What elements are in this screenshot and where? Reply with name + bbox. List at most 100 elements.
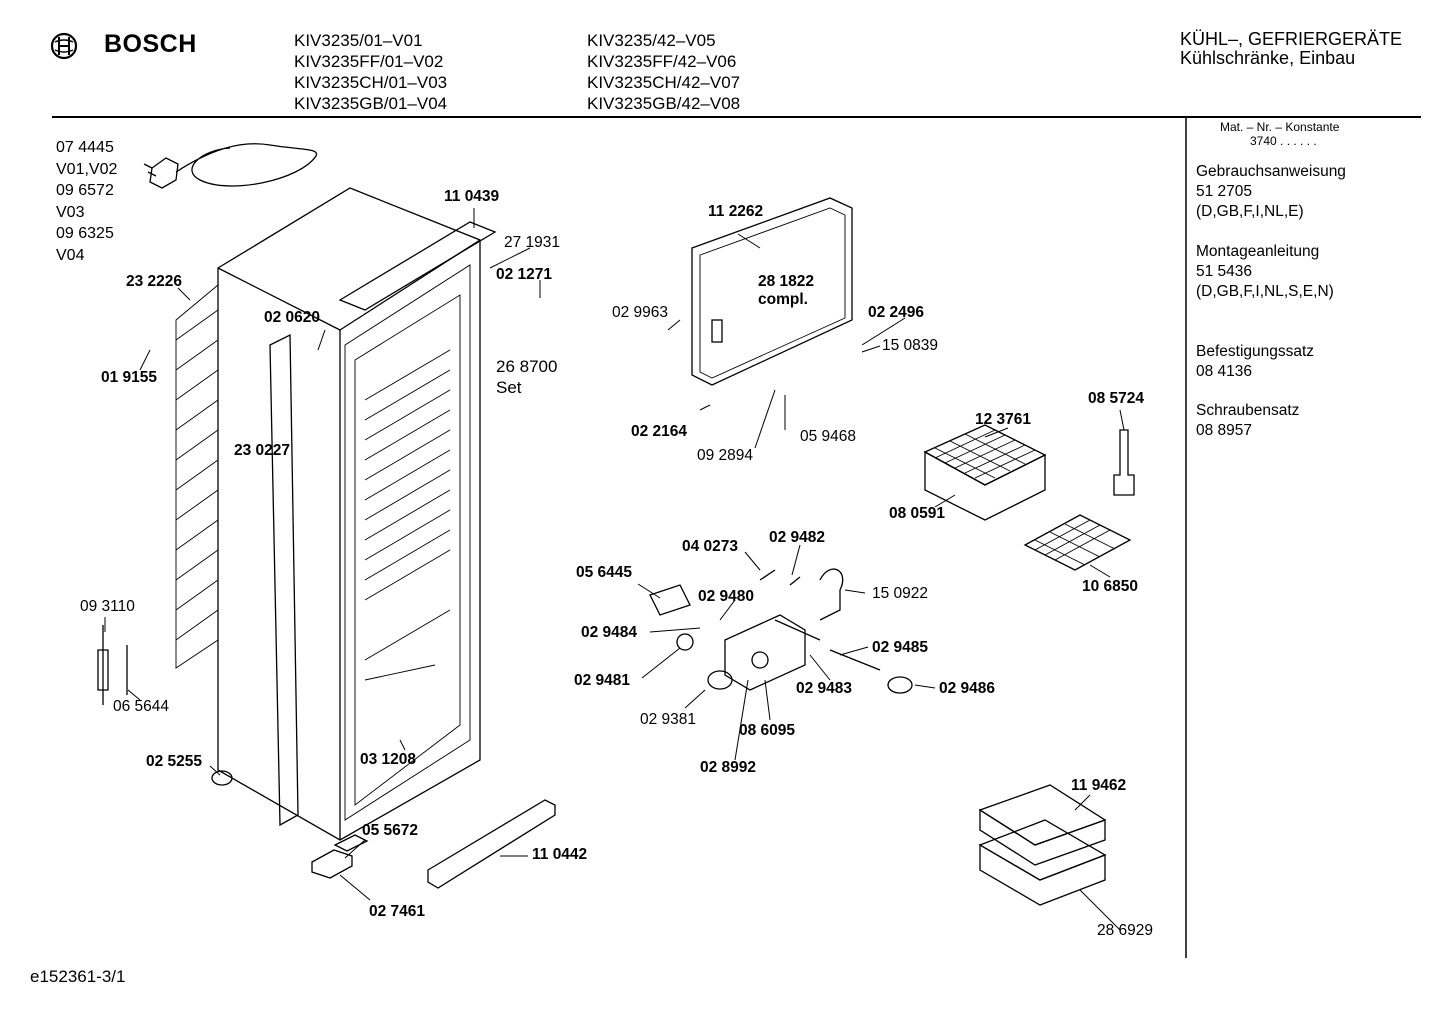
hinge-icon: [311, 834, 369, 879]
model-item: KIV3235/01–V01: [294, 31, 423, 50]
sidebar-item-title: Gebrauchsanweisung: [1196, 163, 1346, 180]
door-seal-icon: [269, 333, 299, 827]
part-label: 02 9482: [769, 529, 826, 546]
part-label: 02 8992: [700, 759, 757, 776]
model-item: KIV3235/42–V05: [587, 31, 716, 50]
part-label: 02 2164: [631, 423, 688, 440]
cable-label: 07 4445: [56, 139, 114, 156]
mat-label: Mat. – Nr. – Konstante: [1220, 120, 1340, 134]
part-label: 08 0591: [889, 505, 946, 522]
model-item: KIV3235FF/01–V02: [294, 52, 444, 71]
part-label: 02 7461: [369, 903, 426, 920]
part-label: 09 2894: [697, 447, 754, 464]
sidebar-item: Schraubensatz 08 8957: [1196, 401, 1299, 441]
part-label: 15 0839: [882, 337, 939, 354]
part-label: 11 0442: [532, 846, 588, 863]
part-label: 02 0620: [264, 309, 321, 326]
part-label: 04 0273: [682, 538, 739, 555]
part-label: 02 9381: [640, 711, 697, 728]
sidebar: Mat. – Nr. – Konstante 3740 . . . . . . …: [1188, 118, 1428, 958]
sidebar-item-title: Befestigungssatz: [1196, 343, 1315, 360]
model-item: KIV3235CH/01–V03: [294, 73, 448, 92]
brand-name: BOSCH: [104, 30, 197, 58]
document-id: e152361-3/1: [30, 967, 126, 986]
part-label: 11 9462: [1071, 777, 1127, 794]
sidebar-item-number: 51 5436: [1196, 263, 1253, 280]
part-label: 02 9485: [872, 639, 929, 656]
part-label: 10 6850: [1082, 578, 1139, 595]
part-label: 02 9963: [612, 304, 669, 321]
model-item: KIV3235CH/42–V07: [587, 73, 741, 92]
part-label: 02 5255: [146, 753, 203, 770]
part-label: 28 6929: [1097, 922, 1154, 939]
sidebar-item: Befestigungssatz 08 4136: [1196, 342, 1314, 382]
part-label: 11 0439: [444, 188, 500, 205]
storage-box-icon: [978, 784, 1107, 906]
cable-label: 09 6325: [56, 225, 114, 242]
subcategory: Kühlschränke, Einbau: [1180, 48, 1356, 68]
model-list-2: KIV3235/42–V05 KIV3235FF/42–V06 KIV3235C…: [587, 30, 740, 114]
sidebar-item-title: Schraubensatz: [1196, 402, 1300, 419]
part-label: 02 9481: [574, 672, 631, 689]
sidebar-item: Gebrauchsanweisung 51 2705 (D,GB,F,I,NL,…: [1196, 162, 1346, 222]
sidebar-item: Montageanleitung 51 5436 (D,GB,F,I,NL,S,…: [1196, 242, 1334, 302]
cover-rail-icon: [427, 799, 556, 889]
part-label: 01 9155: [101, 369, 158, 386]
sidebar-item-number: 51 2705: [1196, 183, 1253, 200]
cable-label: V01,V02: [56, 160, 118, 178]
part-label: 02 2496: [868, 304, 925, 321]
sidebar-item-langs: (D,GB,F,I,NL,S,E,N): [1196, 283, 1334, 300]
part-label: 05 9468: [800, 428, 857, 445]
part-label: 02 9480: [698, 588, 755, 605]
part-label: 12 3761: [975, 411, 1032, 428]
sidebar-item-title: Montageanleitung: [1196, 243, 1320, 260]
part-label: 08 5724: [1088, 390, 1145, 407]
part-label: 02 9486: [939, 680, 996, 697]
sidebar-item-langs: (D,GB,F,I,NL,E): [1196, 203, 1304, 220]
part-label: 28 1822: [758, 273, 815, 290]
part-label: 05 5672: [362, 822, 419, 839]
power-plug-icon: [143, 143, 318, 189]
cable-label: V04: [56, 246, 85, 264]
sidebar-item-number: 08 4136: [1196, 363, 1253, 380]
category: KÜHL–, GEFRIERGERÄTE: [1180, 29, 1403, 49]
foot-icon: [211, 770, 233, 786]
part-label: 23 0227: [234, 442, 291, 459]
cable-label: 09 6572: [56, 182, 114, 199]
part-label: 02 9483: [796, 680, 853, 697]
condenser-grid-icon: [175, 284, 219, 669]
leader-lines: [104, 208, 1125, 931]
ice-scraper-icon: [1113, 429, 1135, 496]
part-label: 27 1931: [504, 234, 561, 251]
freezer-door-icon: [691, 197, 853, 386]
sidebar-item-number: 08 8957: [1196, 422, 1253, 439]
part-label: compl.: [758, 291, 808, 308]
part-label: Set: [496, 378, 522, 397]
model-item: KIV3235FF/42–V06: [587, 52, 737, 71]
ice-tray-icon: [923, 424, 1132, 571]
part-label: 15 0922: [872, 585, 929, 602]
mat-value: 3740 . . . . . .: [1250, 134, 1317, 148]
model-item: KIV3235GB/42–V08: [587, 94, 741, 113]
part-label: 26 8700: [496, 357, 558, 376]
part-label: 23 2226: [126, 273, 183, 290]
cable-label-group: 07 4445 V01,V02 09 6572 V03 09 6325 V04: [56, 137, 117, 266]
part-label: 06 5644: [113, 698, 170, 715]
part-label: 02 9484: [581, 624, 638, 641]
cable-label: V03: [56, 203, 85, 221]
bosch-logo: BOSCH: [50, 30, 210, 62]
fridge-cabinet-icon: [217, 187, 497, 841]
part-label: 02 1271: [496, 266, 553, 283]
part-label: 09 3110: [80, 598, 135, 615]
thermostat-icon: [649, 568, 913, 694]
part-label: 08 6095: [739, 722, 796, 739]
bosch-armature-icon: [50, 32, 78, 60]
part-label: 03 1208: [360, 751, 417, 768]
category-heading: KÜHL–, GEFRIERGERÄTE Kühlschränke, Einba…: [1180, 30, 1402, 68]
part-label: 05 6445: [576, 564, 633, 581]
model-list-1: KIV3235/01–V01 KIV3235FF/01–V02 KIV3235C…: [294, 30, 447, 114]
part-label: 11 2262: [708, 203, 764, 220]
sensor-icon: [97, 625, 128, 705]
model-item: KIV3235GB/01–V04: [294, 94, 448, 113]
